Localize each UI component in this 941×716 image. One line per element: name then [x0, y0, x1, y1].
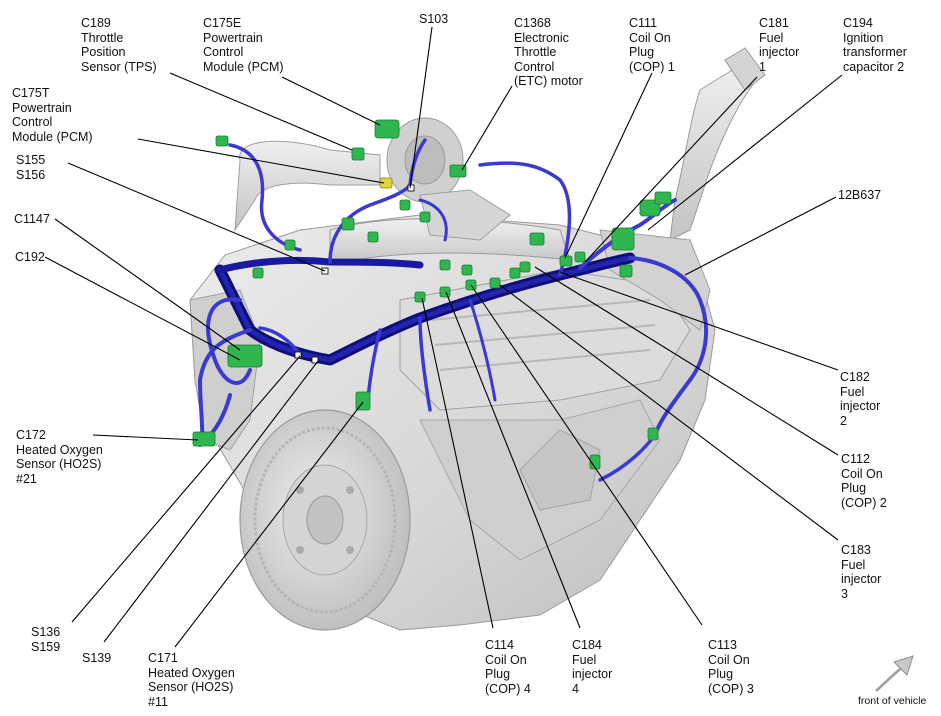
- label-line: Fuel: [841, 557, 866, 572]
- label-line: Ignition: [843, 30, 884, 45]
- label-line: S139: [82, 651, 112, 665]
- label-c194: C194 Ignition transformer capacitor 2: [843, 16, 907, 74]
- label-s139: S139: [82, 651, 111, 666]
- label-c184: C184 Fuel injector 4: [572, 638, 612, 696]
- label-line: (COP) 2: [841, 495, 887, 510]
- label-line: C183: [841, 543, 871, 557]
- label-line: (ETC) motor: [514, 74, 583, 88]
- label-line: Heated Oxygen: [16, 442, 103, 457]
- label-line: Fuel: [840, 384, 865, 399]
- label-c1147: C1147: [14, 212, 50, 227]
- label-line: S156: [16, 167, 46, 182]
- label-c175e: C175E Powertrain Control Module (PCM): [203, 16, 284, 74]
- label-line: injector: [572, 667, 613, 681]
- label-line: C114: [485, 638, 514, 652]
- label-line: Sensor (HO2S): [148, 680, 234, 694]
- label-line: Module (PCM): [12, 129, 93, 144]
- label-line: C112: [841, 452, 870, 466]
- label-c113: C113 Coil On Plug (COP) 3: [708, 638, 754, 696]
- label-line: C194: [843, 16, 873, 30]
- label-line: C175T: [12, 86, 50, 100]
- label-line: Powertrain: [12, 100, 72, 115]
- label-line: Powertrain: [203, 30, 263, 45]
- label-line: Electronic: [514, 30, 569, 45]
- label-line: Plug: [629, 45, 655, 59]
- label-line: C171: [148, 651, 178, 665]
- label-line: C172: [16, 428, 46, 442]
- label-line: #21: [16, 471, 37, 486]
- label-c182: C182 Fuel injector 2: [840, 370, 880, 428]
- label-line: S159: [31, 639, 61, 654]
- label-line: Control: [514, 59, 555, 74]
- label-line: C175E: [203, 16, 242, 30]
- label-c172: C172 Heated Oxygen Sensor (HO2S) #21: [16, 428, 103, 486]
- label-s136: S136 S159: [31, 625, 60, 654]
- label-line: Position: [81, 45, 126, 59]
- label-line: Fuel: [572, 652, 597, 667]
- label-line: Plug: [841, 481, 867, 495]
- label-line: Coil On: [708, 652, 750, 667]
- label-line: capacitor 2: [843, 59, 905, 74]
- label-line: (COP) 4: [485, 681, 531, 696]
- label-c181: C181 Fuel injector 1: [759, 16, 799, 74]
- label-line: C182: [840, 370, 870, 384]
- label-line: Plug: [708, 667, 734, 681]
- label-line: (COP) 1: [629, 59, 675, 74]
- label-c171: C171 Heated Oxygen Sensor (HO2S) #11: [148, 651, 235, 709]
- label-s103: S103: [419, 12, 448, 27]
- label-c114: C114 Coil On Plug (COP) 4: [485, 638, 531, 696]
- label-line: 2: [840, 413, 847, 428]
- label-line: 3: [841, 586, 848, 601]
- label-c1368: C1368 Electronic Throttle Control (ETC) …: [514, 16, 583, 89]
- label-line: S155: [16, 153, 46, 167]
- label-line: Control: [12, 115, 53, 129]
- label-line: 4: [572, 681, 579, 696]
- label-line: 1: [759, 59, 766, 74]
- label-line: Module (PCM): [203, 59, 284, 74]
- label-line: Coil On: [841, 466, 883, 481]
- connectors: [192, 119, 672, 470]
- label-c189: C189 Throttle Position Sensor (TPS): [81, 16, 157, 74]
- label-line: transformer: [843, 45, 907, 59]
- label-line: (COP) 3: [708, 681, 754, 696]
- label-line: C184: [572, 638, 602, 652]
- label-line: S136: [31, 625, 61, 639]
- label-line: Sensor (TPS): [81, 59, 157, 74]
- label-c192: C192: [15, 250, 45, 265]
- label-line: Sensor (HO2S): [16, 457, 102, 471]
- label-line: Throttle: [81, 30, 124, 45]
- label-line: S103: [419, 12, 449, 26]
- label-line: C192: [15, 250, 45, 264]
- label-line: C189: [81, 16, 111, 30]
- label-line: injector: [841, 572, 882, 586]
- front-of-vehicle-label: front of vehicle: [858, 695, 927, 707]
- label-line: 12B637: [838, 188, 882, 202]
- label-c183: C183 Fuel injector 3: [841, 543, 881, 601]
- label-c111: C111 Coil On Plug (COP) 1: [629, 16, 675, 74]
- label-line: Plug: [485, 667, 511, 681]
- label-line: Coil On: [629, 30, 671, 45]
- label-line: Fuel: [759, 30, 784, 45]
- label-c112: C112 Coil On Plug (COP) 2: [841, 452, 887, 510]
- label-line: Heated Oxygen: [148, 665, 235, 680]
- label-line: injector: [759, 45, 800, 59]
- label-12b637: 12B637: [838, 188, 881, 203]
- label-line: Coil On: [485, 652, 527, 667]
- label-line: injector: [840, 399, 881, 413]
- label-s155: S155 S156: [16, 153, 45, 182]
- label-line: C1368: [514, 16, 551, 30]
- label-line: C1147: [14, 212, 50, 226]
- label-line: C113: [708, 638, 737, 652]
- label-c175t: C175T Powertrain Control Module (PCM): [12, 86, 93, 144]
- flywheel: [239, 409, 411, 631]
- label-line: Throttle: [514, 45, 557, 59]
- label-line: #11: [148, 694, 168, 709]
- label-line: Control: [203, 45, 244, 59]
- leader-lines: [44, 26, 843, 648]
- label-line: C111: [629, 16, 658, 30]
- label-line: C181: [759, 16, 789, 30]
- arrow-up-right-icon: [875, 655, 914, 692]
